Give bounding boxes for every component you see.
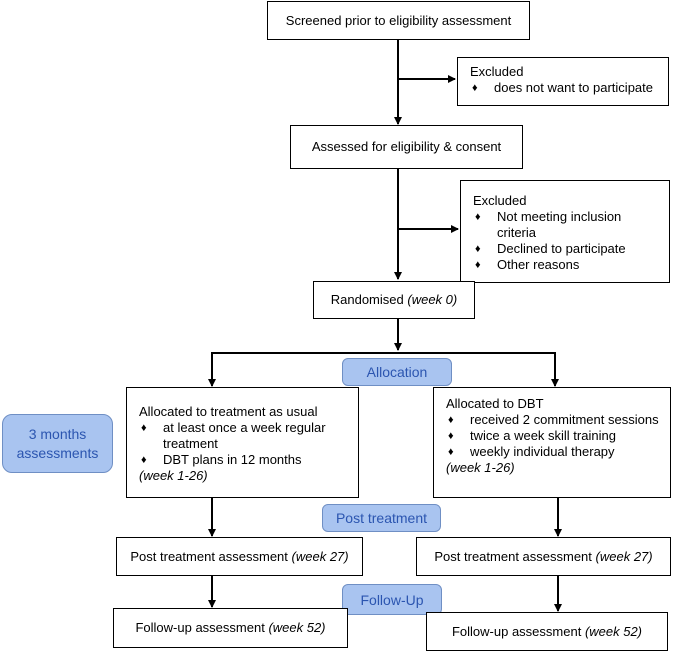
bullet-diamond-icon: ♦ [448, 414, 454, 426]
post-left-week: (week 27) [291, 548, 349, 564]
follow-left-week: (week 52) [268, 620, 326, 635]
post-treatment-badge: Post treatment [322, 504, 441, 532]
excluded-2-title: Excluded [473, 193, 527, 208]
list-item: ♦twice a week skill training [448, 428, 616, 443]
dbt-box: Allocated to DBT ♦received 2 commitment … [433, 387, 671, 498]
follow-up-assessment-right: Follow-up assessment (week 52) [426, 612, 668, 651]
randomised-week: (week 0) [407, 292, 458, 307]
randomised-label: Randomised [330, 292, 404, 307]
dbt-title: Allocated to DBT [446, 396, 544, 411]
excluded-box-1: Excluded ♦does not want to participate [457, 57, 669, 106]
list-item: ♦weekly individual therapy [448, 444, 615, 459]
dbt-week: (week 1-26) [446, 460, 515, 475]
bullet-diamond-icon: ♦ [472, 82, 478, 94]
follow-up-badge: Follow-Up [342, 584, 442, 615]
list-item: ♦Not meeting inclusion criteria [475, 209, 622, 240]
tau-title: Allocated to treatment as usual [139, 404, 318, 419]
assessed-label: Assessed for eligibility & consent [311, 139, 502, 154]
post-right-week: (week 27) [595, 548, 653, 564]
screened-label: Screened prior to eligibility assessment [285, 12, 512, 28]
list-item: ♦at least once a week regular treatment [141, 420, 326, 451]
assessed-box: Assessed for eligibility & consent [290, 125, 523, 169]
excluded-1-title: Excluded [470, 64, 524, 79]
list-item: ♦DBT plans in 12 months [141, 452, 302, 467]
tau-week: (week 1-26) [139, 468, 208, 483]
follow-up-assessment-left: Follow-up assessment (week 52) [113, 608, 348, 648]
three-months-assessments-badge: 3 months assessments [2, 414, 113, 473]
bullet-diamond-icon: ♦ [141, 454, 147, 466]
post-treatment-assessment-left: Post treatment assessment (week 27) [116, 537, 363, 576]
split-line [211, 352, 556, 385]
tau-box: Allocated to treatment as usual ♦at leas… [126, 387, 359, 498]
excluded-box-2: Excluded ♦Not meeting inclusion criteria… [460, 180, 670, 283]
list-item: ♦Other reasons [475, 257, 580, 272]
bullet-diamond-icon: ♦ [448, 430, 454, 442]
allocation-badge: Allocation [342, 358, 452, 386]
bullet-diamond-icon: ♦ [475, 211, 481, 223]
follow-right-week: (week 52) [584, 623, 643, 639]
list-item: ♦does not want to participate [472, 80, 653, 95]
bullet-diamond-icon: ♦ [475, 243, 481, 255]
randomised-box: Randomised (week 0) [313, 281, 475, 319]
list-item: ♦received 2 commitment sessions [448, 412, 659, 427]
bullet-diamond-icon: ♦ [448, 446, 454, 458]
screened-box: Screened prior to eligibility assessment [267, 1, 530, 40]
bullet-diamond-icon: ♦ [141, 422, 147, 434]
bullet-diamond-icon: ♦ [475, 259, 481, 271]
list-item: ♦Declined to participate [475, 241, 626, 256]
post-treatment-assessment-right: Post treatment assessment (week 27) [416, 537, 671, 576]
